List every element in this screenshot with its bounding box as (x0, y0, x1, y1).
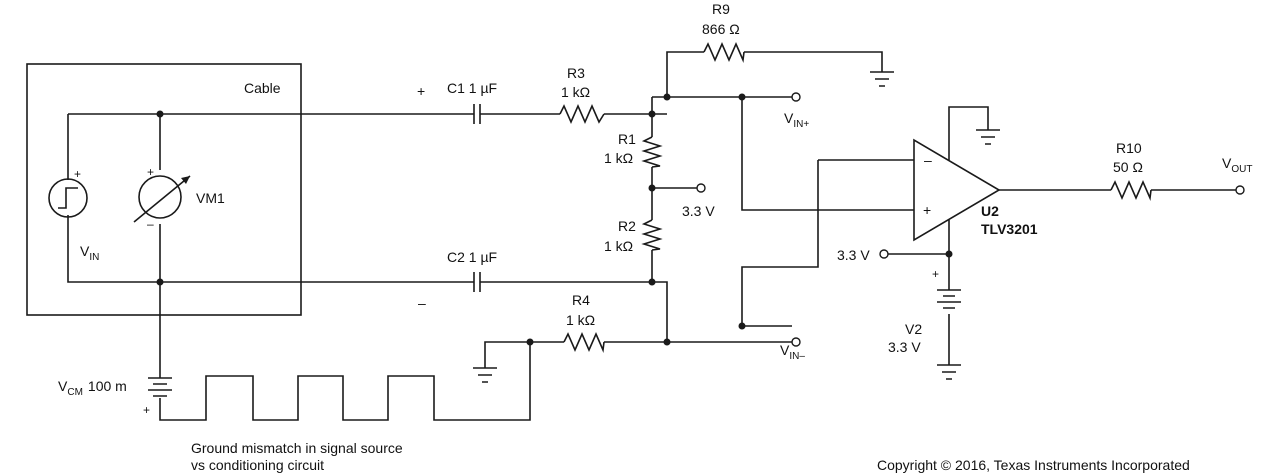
resistor-r4-symbol (563, 332, 605, 353)
r4-value: 1 kΩ (566, 312, 595, 328)
ground-icon (870, 71, 894, 87)
r2-name: R2 (618, 218, 636, 234)
ground-mismatch-waveform (159, 282, 531, 421)
mid-supply-terminal (696, 183, 706, 193)
resistor-r2-symbol (641, 219, 663, 251)
opamp-minus-sign: – (924, 152, 932, 168)
vin-minus-label: VIN– (780, 342, 805, 362)
resistor-r3-symbol (559, 104, 605, 124)
noninverting-input-wire (741, 97, 914, 211)
opamp-top-supply-wire (948, 106, 989, 160)
supply-input-terminal (879, 249, 889, 259)
source-plus-sign: + (74, 167, 81, 181)
source-loop-wire (67, 114, 160, 283)
ground-mismatch-note-line2: vs conditioning circuit (191, 457, 324, 473)
ground-icon (473, 367, 497, 383)
vm1-meter-symbol (138, 175, 182, 219)
vout-terminal (1235, 185, 1245, 195)
r10-name: R10 (1116, 140, 1142, 156)
supply-input-label: 3.3 V (837, 247, 870, 263)
r9-value: 866 Ω (702, 21, 740, 37)
vin-plus-label: VIN+ (784, 110, 809, 130)
resistor-r1-symbol (641, 136, 663, 168)
ground-icon (976, 129, 1000, 145)
junction (648, 110, 656, 118)
r2-value: 1 kΩ (604, 238, 633, 254)
ground-icon (937, 364, 961, 380)
vin-plus-terminal (791, 92, 801, 102)
vcm-plus-sign: + (143, 403, 150, 417)
u2-part: TLV3201 (981, 221, 1038, 237)
minus-sign: – (418, 295, 426, 311)
vm1-label: VM1 (196, 190, 225, 206)
capacitor-c2-symbol (473, 272, 481, 292)
cable-label: Cable (244, 80, 281, 96)
ground-mismatch-note-line1: Ground mismatch in signal source (191, 440, 403, 456)
battery-vcm-symbol (148, 377, 172, 397)
r4-name: R4 (572, 292, 590, 308)
c2-label: C2 1 µF (447, 249, 497, 265)
meter-arrow-icon (133, 175, 191, 223)
step-waveform-icon (58, 187, 78, 209)
v2-name: V2 (905, 321, 922, 337)
vm1-minus-sign: – (147, 217, 154, 231)
meter-arrowhead-icon (181, 176, 190, 184)
junction (156, 110, 164, 118)
mid-supply-label: 3.3 V (682, 203, 715, 219)
vin-minus-terminal (791, 337, 801, 347)
battery-v2-symbol (937, 289, 961, 309)
r4-ground-wire (484, 341, 530, 368)
resistor-r10-symbol (1110, 180, 1152, 201)
opamp-u2-symbol (913, 138, 1001, 242)
step-source-symbol (48, 178, 88, 218)
r1-name: R1 (618, 131, 636, 147)
vm1-plus-sign: + (147, 165, 154, 179)
r9-wire (652, 51, 883, 98)
vin-label: VIN (80, 243, 99, 263)
cable-box (26, 63, 302, 316)
resistor-r9-symbol (703, 42, 745, 63)
copyright-notice: Copyright © 2016, Texas Instruments Inco… (877, 457, 1190, 473)
r3-value: 1 kΩ (561, 84, 590, 100)
u2-name: U2 (981, 203, 999, 219)
v2-value: 3.3 V (888, 339, 921, 355)
opamp-plus-sign: + (923, 202, 931, 218)
r1-value: 1 kΩ (604, 150, 633, 166)
v2-plus-sign: + (932, 267, 939, 281)
inverting-feed-wire (741, 160, 819, 326)
r3-name: R3 (567, 65, 585, 81)
bottom-node-wire (652, 281, 668, 342)
capacitor-c1-symbol (473, 104, 481, 124)
plus-sign: + (417, 83, 425, 99)
r10-value: 50 Ω (1113, 159, 1143, 175)
r9-name: R9 (712, 1, 730, 17)
c1-label: C1 1 µF (447, 80, 497, 96)
vout-label: VOUT (1222, 155, 1252, 175)
